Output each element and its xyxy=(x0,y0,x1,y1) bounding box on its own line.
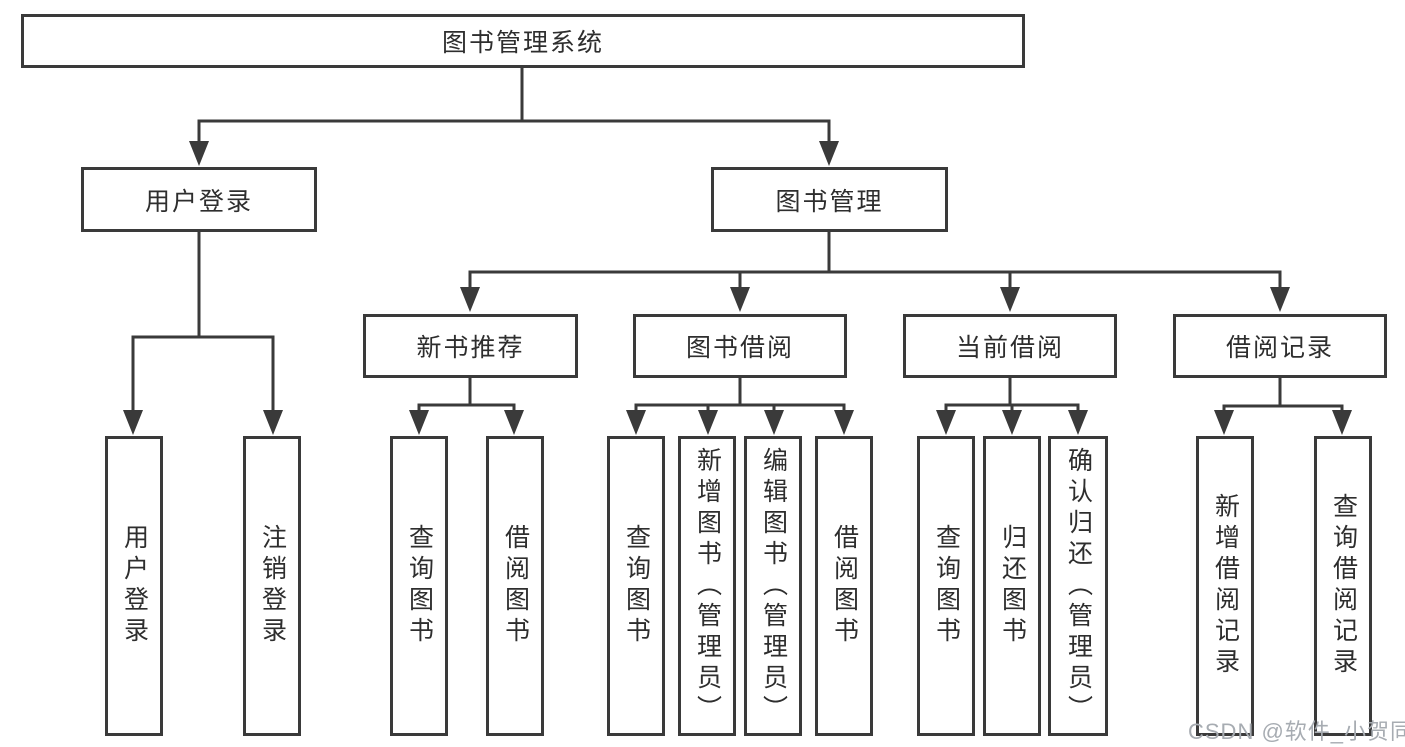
leaf-borrow-books-borrowing: 借阅图书 xyxy=(815,436,873,736)
node-book-borrowing: 图书借阅 xyxy=(633,314,847,378)
leaf-query-books-current: 查询图书 xyxy=(917,436,975,736)
leaf-borrow-books-recommend: 借阅图书 xyxy=(486,436,544,736)
node-current-borrowing: 当前借阅 xyxy=(903,314,1117,378)
node-library-management-system: 图书管理系统 xyxy=(21,14,1025,68)
leaf-confirm-return-admin: 确认归还（管理员） xyxy=(1048,436,1108,736)
leaf-return-books: 归还图书 xyxy=(983,436,1041,736)
leaf-user-login: 用户登录 xyxy=(105,436,163,736)
leaf-logout: 注销登录 xyxy=(243,436,301,736)
leaf-query-books-recommend: 查询图书 xyxy=(390,436,448,736)
leaf-edit-book-admin: 编辑图书（管理员） xyxy=(744,436,802,736)
leaf-query-books-borrowing: 查询图书 xyxy=(607,436,665,736)
node-borrowing-records: 借阅记录 xyxy=(1173,314,1387,378)
node-new-book-recommend: 新书推荐 xyxy=(363,314,578,378)
node-book-management: 图书管理 xyxy=(711,167,948,232)
node-user-login: 用户登录 xyxy=(81,167,317,232)
leaf-add-borrow-record: 新增借阅记录 xyxy=(1196,436,1254,736)
leaf-add-book-admin: 新增图书（管理员） xyxy=(678,436,736,736)
leaf-query-borrow-record: 查询借阅记录 xyxy=(1314,436,1372,736)
csdn-watermark: CSDN @软件_小贺同学 xyxy=(1188,719,1405,744)
arrowhead-group xyxy=(123,141,1352,435)
